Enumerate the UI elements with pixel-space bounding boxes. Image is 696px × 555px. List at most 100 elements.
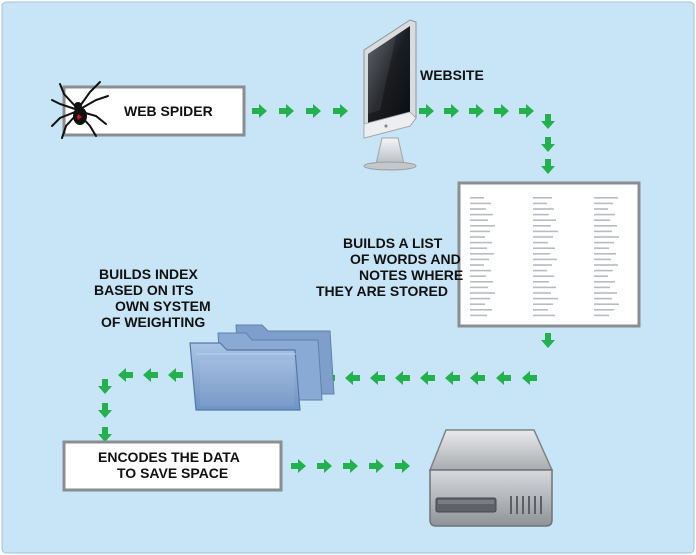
word-list-row [533,297,558,300]
spider-icon [51,81,109,139]
index-node: BUILDS INDEX BASED ON ITS OWN SYSTEM OF … [94,266,335,411]
word-list-row [470,213,493,216]
flow-arrow-down-9 [541,114,555,129]
flow-arrow-left-23 [143,368,158,382]
word-list-row [533,264,552,266]
word-list-row [594,281,615,283]
word-list-row [533,281,549,283]
website-node: WEBSITE [363,19,484,171]
flow-arrow-down-11 [541,159,555,174]
word-list-row [594,208,608,210]
web-spider-node: WEB SPIDER [51,81,246,139]
builds-index-label-2: BASED ON ITS [94,282,194,298]
word-list-row [533,225,551,227]
hard-drive-icon [428,429,554,527]
flow-arrow-left-16 [445,371,460,385]
word-list-row [470,258,489,261]
word-list-row [594,197,618,199]
word-list-row [533,236,553,238]
builds-list-label-2: OF WORDS AND [350,251,461,267]
word-list-row [533,303,553,305]
builds-list-label-3: NOTES WHERE [359,267,463,283]
flow-arrow-left-15 [470,371,485,385]
word-list-row [470,241,492,244]
flow-arrow-right-7 [494,104,509,118]
builds-index-label-1: BUILDS INDEX [99,266,198,282]
word-list-row [594,253,616,255]
word-list-row [533,292,551,294]
word-list-document-icon [470,197,619,317]
word-list-row [533,258,557,261]
flow-arrow-right-5 [444,104,459,118]
word-list-row [594,309,614,311]
word-list-row [594,219,610,221]
folder-stack-icon [189,324,335,411]
word-list-row [594,286,610,289]
word-list-row [594,269,613,272]
flow-arrow-left-13 [522,371,537,385]
word-list-row [533,197,552,199]
word-list-row [594,230,612,233]
flow-arrow-right-28 [291,459,306,473]
word-list-row [470,208,486,210]
word-list-row [594,213,615,216]
word-list-row [533,253,550,255]
word-list-row [594,297,612,300]
word-list-row [470,303,485,305]
word-list-row [594,241,614,244]
web-spider-box [62,85,246,137]
word-list-row [470,264,484,266]
flow-arrow-right-2 [306,104,321,118]
builds-list-label-1: BUILDS A LIST [343,235,443,251]
flow-arrow-left-14 [496,371,511,385]
word-list-row [470,219,488,221]
word-list-row [533,219,556,221]
encodes-box [62,440,283,492]
word-list-row [470,197,484,199]
word-list-row [470,275,486,277]
word-list-row [594,236,619,238]
word-list-row [470,236,485,238]
word-list-row [470,230,490,233]
flow-arrow-left-22 [168,368,183,382]
builds-list-label-4: THEY ARE STORED [316,283,448,299]
word-list-row [533,230,558,233]
imac-monitor-icon [363,19,417,171]
word-list-row [470,253,494,255]
flow-arrow-right-0 [252,104,267,118]
word-list-row [533,208,554,210]
flow-arrow-down-10 [541,137,555,152]
word-list-row [470,281,493,283]
flow-arrow-right-30 [343,459,358,473]
encodes-label-1: ENCODES THE DATA [98,449,240,465]
word-list-row [470,269,491,272]
word-list-row [594,247,609,249]
word-list-row [533,309,548,311]
word-list-row [594,292,617,294]
flow-arrow-right-31 [369,459,384,473]
word-list-row [533,241,548,244]
flow-arrow-down-12 [541,333,555,348]
flow-arrow-right-29 [317,459,332,473]
word-list-row [594,314,609,317]
web-spider-label: WEB SPIDER [124,103,213,119]
flow-arrow-right-8 [519,104,534,118]
word-list-row [594,275,608,277]
flow-arrow-left-20 [345,371,360,385]
word-list-row [470,202,491,205]
builds-index-label-4: OF WEIGHTING [101,314,205,330]
word-list-row [533,213,549,216]
flow-arrow-left-24 [118,368,133,382]
flow-arrow-down-25 [98,379,112,394]
flow-arrow-down-27 [98,427,112,442]
flow-arrow-right-32 [395,459,410,473]
word-list-row [533,269,547,272]
word-list-row [594,225,617,227]
flow-arrow-right-6 [469,104,484,118]
encodes-label-2: TO SAVE SPACE [117,465,228,481]
word-list-row [594,264,618,266]
word-list-node: BUILDS A LIST OF WORDS AND NOTES WHERE T… [316,181,641,328]
word-list-row [470,314,487,317]
word-list-row [594,303,619,305]
